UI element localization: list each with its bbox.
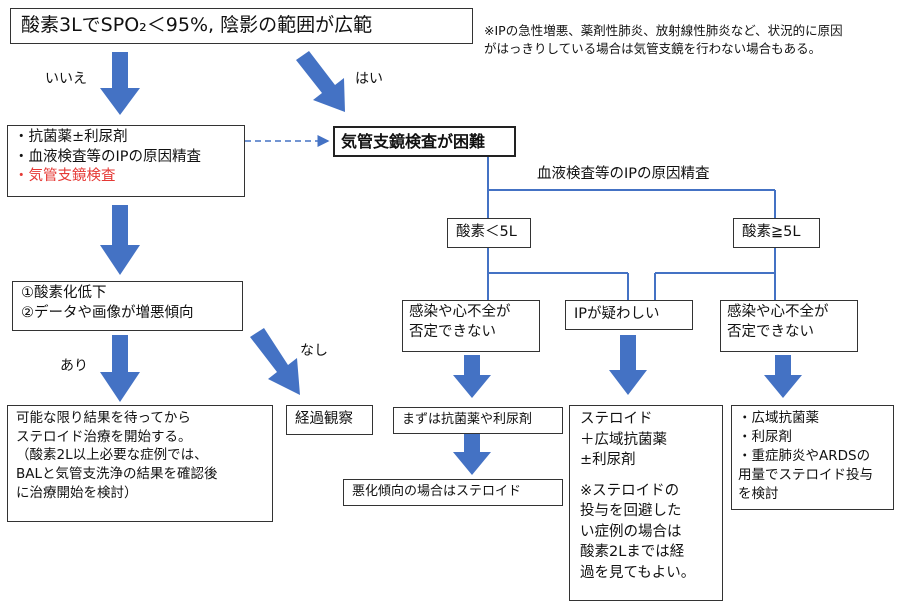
oxygen-high-box: 酸素≧5L [733, 218, 820, 248]
label-ari: あり [60, 358, 88, 374]
broad-spectrum-box: ・広域抗菌薬 ・利尿剤 ・重症肺炎やARDSの 用量でステロイド投与 を検討 [731, 405, 894, 510]
antibiotic-first-text: まずは抗菌薬や利尿剤 [402, 412, 533, 427]
worsening-line-2: ②データや画像が増悪傾向 [21, 304, 194, 321]
steroid-line-6: い症例の場合は [580, 523, 682, 540]
treatment-line-2: ・血液検査等のIPの原因精査 [14, 148, 202, 165]
observation-text: 経過観察 [295, 411, 353, 427]
blood-test-label: 血液検査等のIPの原因精査 [537, 166, 710, 182]
steroid-line-8: 過を見てもよい。 [580, 565, 696, 582]
infection-left-line-1: 感染や心不全が [409, 304, 511, 320]
steroid-line-5: 投与を回避した [580, 503, 682, 520]
infection-box-left: 感染や心不全が 否定できない [402, 300, 540, 352]
treatment-line-3: ・気管支鏡検査 [14, 168, 116, 185]
worsening-line-1: ①酸素化低下 [21, 285, 107, 301]
steroid-line-2: ＋広域抗菌薬 [580, 431, 667, 448]
label-nashi: なし [300, 343, 328, 359]
steroid-if-worse-text: 悪化傾向の場合はステロイド [352, 484, 522, 499]
wait-line-2: ステロイド治療を開始する。 [16, 428, 192, 445]
arrow-left-mid [100, 205, 140, 275]
ip-suspected-text: IPが疑わしい [574, 306, 660, 322]
oxygen-low-box: 酸素＜5L [447, 218, 531, 248]
infection-left-line-2: 否定できない [409, 323, 496, 340]
bronchoscopy-difficult-box: 気管支鏡検査が困難 [333, 126, 516, 157]
wait-results-box: 可能な限り結果を待ってから ステロイド治療を開始する。 （酸素2L以上必要な症例… [7, 405, 273, 522]
arrow-antibiotic-down [453, 433, 491, 475]
wait-line-3: （酸素2L以上必要な症例では、 [16, 447, 208, 464]
arrow-infect2-down [764, 355, 802, 398]
note-text: ※IPの急性増悪、薬剤性肺炎、放射線性肺炎など、状況的に原因がはっきりしている場… [484, 23, 843, 57]
bronchoscopy-difficult-text: 気管支鏡検査が困難 [341, 132, 486, 151]
broad-line-1: ・広域抗菌薬 [738, 410, 819, 426]
wait-line-4: BALと気管支洗浄の結果を確認後 [16, 465, 218, 482]
arrow-nashi-diag [250, 328, 300, 395]
broad-line-2: ・利尿剤 [738, 428, 792, 445]
oxygen-low-text: 酸素＜5L [456, 224, 517, 240]
label-no: いいえ [45, 71, 87, 87]
broad-line-3: ・重症肺炎やARDSの [738, 447, 871, 464]
infection-box-right: 感染や心不全が 否定できない [720, 300, 858, 352]
oxygen-high-text: 酸素≧5L [742, 224, 801, 240]
steroid-line-1: ステロイド [580, 411, 653, 427]
arrow-no-down [100, 52, 140, 115]
observation-box: 経過観察 [286, 405, 373, 435]
initial-treatment-box: ・抗菌薬±利尿剤 ・血液検査等のIPの原因精査 ・気管支鏡検査 [7, 125, 245, 197]
arrow-yes-diag [296, 51, 345, 112]
worsening-box: ①酸素化低下 ②データや画像が増悪傾向 [12, 281, 243, 331]
steroid-line-3: ±利尿剤 [580, 452, 636, 469]
infection-right-line-1: 感染や心不全が [727, 304, 829, 320]
antibiotic-first-box: まずは抗菌薬や利尿剤 [393, 407, 563, 434]
wait-line-1: 可能な限り結果を待ってから [16, 410, 191, 426]
ip-suspected-box: IPが疑わしい [565, 300, 693, 330]
label-yes: はい [355, 71, 383, 87]
broad-line-5: を検討 [738, 485, 779, 502]
tree-lines [487, 157, 776, 300]
wait-line-5: に治療開始を検討） [16, 484, 138, 501]
top-condition-text: 酸素3LでSPO₂＜95%, 陰影の範囲が広範 [21, 14, 373, 36]
steroid-treatment-box: ステロイド ＋広域抗菌薬 ±利尿剤 ※ステロイドの 投与を回避した い症例の場合… [569, 405, 723, 601]
arrow-ip-down [609, 335, 647, 395]
broad-line-4: 用量でステロイド投与 [738, 466, 873, 483]
infection-right-line-2: 否定できない [727, 323, 814, 340]
steroid-if-worse-box: 悪化傾向の場合はステロイド [343, 479, 563, 506]
steroid-line-7: 酸素2Lまでは経 [580, 544, 685, 561]
arrow-infect1-down [453, 355, 491, 398]
treatment-line-1: ・抗菌薬±利尿剤 [14, 129, 128, 145]
steroid-line-4: ※ステロイドの [580, 482, 680, 499]
arrow-ari-down [100, 335, 140, 402]
top-condition-box: 酸素3LでSPO₂＜95%, 陰影の範囲が広範 [10, 8, 473, 44]
